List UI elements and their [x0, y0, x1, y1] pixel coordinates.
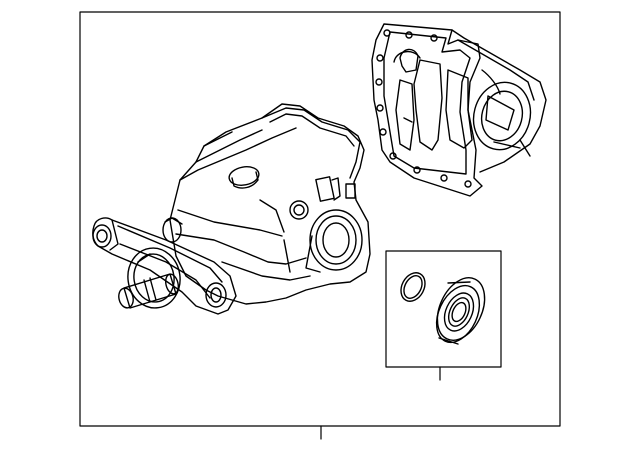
- differential-assembly: [92, 103, 371, 315]
- output-bore: [309, 209, 363, 271]
- pinion-shaft: [123, 273, 177, 309]
- seal-kit: [385, 250, 502, 381]
- seal-kit-box: [385, 250, 502, 368]
- oil-plug: [228, 166, 260, 186]
- input-flange: [127, 247, 181, 309]
- housing-outline: [169, 103, 371, 305]
- shaft-seal: [435, 277, 486, 345]
- rear-cover-flange: [371, 23, 483, 197]
- main-frame: [79, 11, 561, 427]
- o-ring-outer: [400, 272, 426, 302]
- o-ring-inner: [403, 275, 423, 299]
- rear-cover: [371, 23, 547, 197]
- rear-cover-bolts: [375, 29, 472, 188]
